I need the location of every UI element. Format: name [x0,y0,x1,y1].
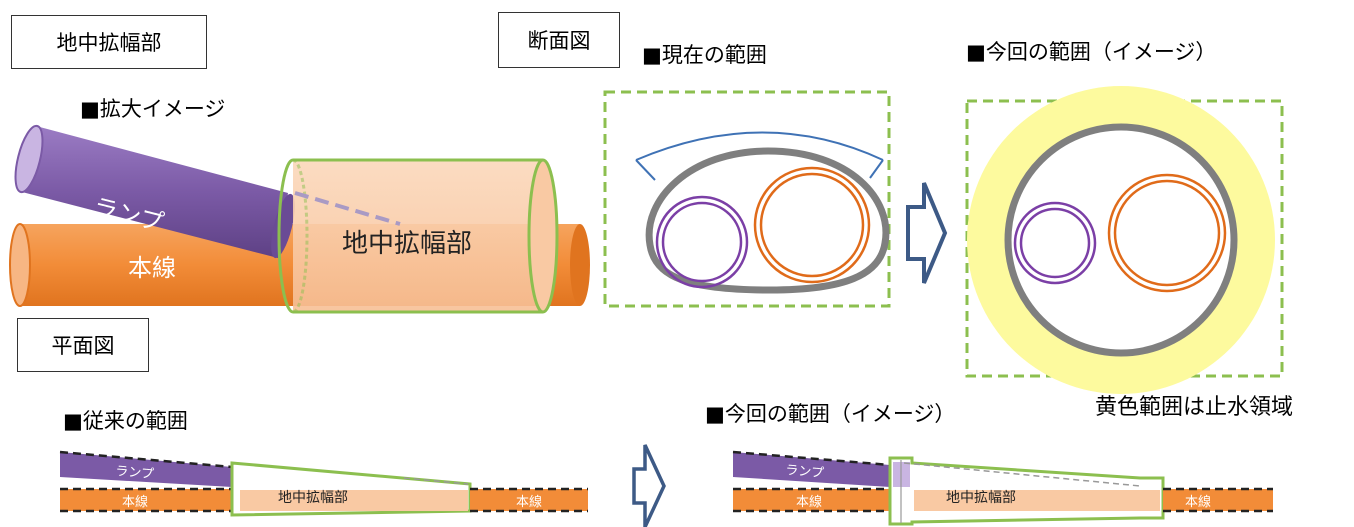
current-range-section [603,90,891,308]
plan-ramp-label: ランプ [115,464,155,482]
main-line-label: 本線 [128,254,176,282]
new-plan [732,450,1273,526]
yellow-range-note: 黄色範囲は止水領域 [1095,395,1294,420]
cross-section-label: 断面図 [498,12,620,68]
widening-cylinder [277,158,559,314]
plan-main-label-right: 本線 [516,494,542,510]
plan2-widening-label: 地中拡幅部 [946,490,1016,506]
conventional-range-heading: ■従来の範囲 [63,409,188,433]
ramp-tube [14,124,295,259]
arrow-right-icon [906,182,948,284]
plan2-ramp-label: ランプ [785,463,825,481]
plan2-main-label: 本線 [796,494,822,510]
plan-widening-label: 地中拡幅部 [278,490,348,506]
current-range-heading: ■現在の範囲 [642,43,767,67]
widening-label: 地中拡幅部 [342,229,472,259]
arrow-down-right-icon [632,444,666,527]
widening-section-label: 地中拡幅部 [11,15,207,69]
plan-view-label: 平面図 [17,318,149,372]
enlarged-image-heading: ■拡大イメージ [80,97,226,121]
plan2-main-label-right: 本線 [1185,494,1211,510]
new-range-heading: ■今回の範囲（イメージ） [966,40,1217,64]
conventional-plan [59,450,588,517]
new-range-section [965,86,1284,394]
plan-main-label: 本線 [122,494,148,510]
new-range-plan-heading: ■今回の範囲（イメージ） [705,402,956,426]
